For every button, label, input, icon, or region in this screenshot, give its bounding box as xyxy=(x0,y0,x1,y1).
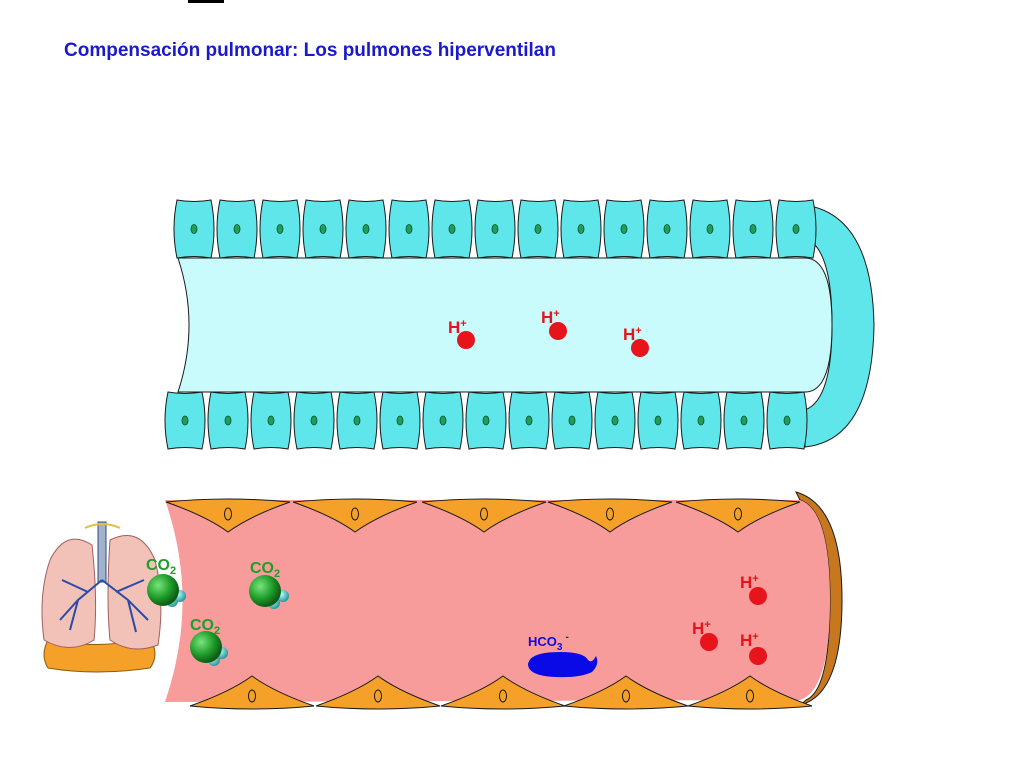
epithelial-cell xyxy=(388,199,430,259)
tubule-ion: H+ xyxy=(448,318,475,349)
epithelial-cell xyxy=(637,391,679,450)
bicarbonate-ion: HCO3- xyxy=(528,632,598,678)
tubule-lumen xyxy=(177,257,833,393)
epithelial-cell xyxy=(259,199,301,259)
tubule-cells-bottom xyxy=(164,391,808,450)
endothelial-cell xyxy=(687,675,813,710)
tubule-ion: H+ xyxy=(623,325,649,357)
epithelial-cell xyxy=(431,199,473,259)
epithelial-cell xyxy=(775,199,817,259)
svg-text:H+: H+ xyxy=(448,318,467,337)
epithelial-cell xyxy=(216,199,258,259)
svg-text:H+: H+ xyxy=(740,631,759,650)
epithelial-cell xyxy=(646,199,688,259)
svg-text:CO2: CO2 xyxy=(146,557,176,577)
vessel-ion: H+ xyxy=(740,631,767,665)
endothelial-cell xyxy=(440,675,566,710)
co2-molecule: CO2 xyxy=(190,617,228,666)
blood-vessel xyxy=(165,491,843,710)
vessel-ion: H+ xyxy=(692,619,718,651)
lungs-icon xyxy=(41,521,162,673)
svg-text:H+: H+ xyxy=(740,573,759,592)
page-title: Compensación pulmonar: Los pulmones hipe… xyxy=(64,40,556,61)
svg-text:HCO3-: HCO3- xyxy=(528,632,569,653)
epithelial-cell xyxy=(723,391,765,450)
endothelial-cell xyxy=(165,498,291,533)
epithelial-cell xyxy=(594,391,636,450)
epithelial-cell xyxy=(422,391,464,450)
epithelial-cell xyxy=(207,391,249,450)
top-edge-bar xyxy=(188,0,224,3)
endothelial-cell xyxy=(675,498,801,533)
tubule xyxy=(164,199,875,450)
epithelial-cell xyxy=(164,391,206,450)
epithelial-cell xyxy=(551,391,593,450)
tubule-ion: H+ xyxy=(541,308,567,340)
epithelial-cell xyxy=(689,199,731,259)
endothelial-cell xyxy=(189,675,315,710)
endothelium-bottom xyxy=(189,675,813,710)
endothelial-cell xyxy=(292,498,418,533)
svg-text:H+: H+ xyxy=(692,619,711,638)
epithelial-cell xyxy=(732,199,774,259)
endothelial-cell xyxy=(421,498,547,533)
epithelial-cell xyxy=(379,391,421,450)
co2-molecule: CO2 xyxy=(146,557,186,607)
epithelial-cell xyxy=(173,199,215,259)
epithelial-cell xyxy=(508,391,550,450)
epithelial-cell xyxy=(603,199,645,259)
epithelial-cell xyxy=(345,199,387,259)
epithelial-cell xyxy=(293,391,335,450)
tubule-cells-top xyxy=(173,199,817,259)
vessel-lumen xyxy=(165,500,830,702)
tubule-end-cap xyxy=(804,204,875,448)
co2-molecule: CO2 xyxy=(249,560,289,609)
svg-text:H+: H+ xyxy=(623,325,642,344)
epithelial-cell xyxy=(465,391,507,450)
epithelial-cell xyxy=(336,391,378,450)
epithelial-cell xyxy=(250,391,292,450)
svg-text:CO2: CO2 xyxy=(250,560,280,580)
endothelial-cell xyxy=(563,675,689,710)
endothelium-top xyxy=(165,498,801,533)
epithelial-cell xyxy=(680,391,722,450)
svg-text:CO2: CO2 xyxy=(190,617,220,637)
endothelial-cell xyxy=(547,498,673,533)
epithelial-cell xyxy=(517,199,559,259)
epithelial-cell xyxy=(766,391,808,450)
svg-text:H+: H+ xyxy=(541,308,560,327)
endothelial-cell xyxy=(315,675,441,710)
epithelial-cell xyxy=(474,199,516,259)
vessel-ion: H+ xyxy=(740,573,767,605)
epithelial-cell xyxy=(302,199,344,259)
epithelial-cell xyxy=(560,199,602,259)
